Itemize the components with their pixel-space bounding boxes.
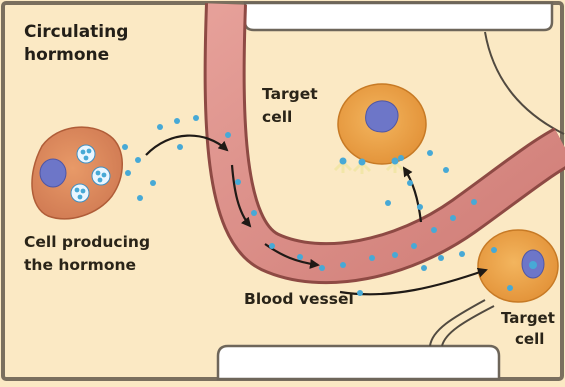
label-target-cell-right-line-1: Target [501,309,555,327]
diagram-title-line-1: Circulating [24,22,128,42]
label-target-cell-right-line-2: cell [515,330,544,348]
target-cell-right [478,230,558,302]
label-target-cell-top-line-2: cell [262,108,292,126]
label-blood-vessel: Blood vessel [244,290,354,308]
label-target-cell-top-line-1: Target [262,85,318,103]
hormone-in-target-cell [529,261,537,269]
bottom-compartment [218,346,499,379]
target-cell-top-nucleus [366,101,398,132]
label-producing-cell-line-2: the hormone [24,256,136,274]
secretory-vesicle [92,167,110,185]
producing-cell-nucleus [40,159,66,187]
label-producing-cell-line-1: Cell producing [24,233,150,251]
top-compartment [245,3,552,30]
diagram-title-line-2: hormone [24,45,109,65]
